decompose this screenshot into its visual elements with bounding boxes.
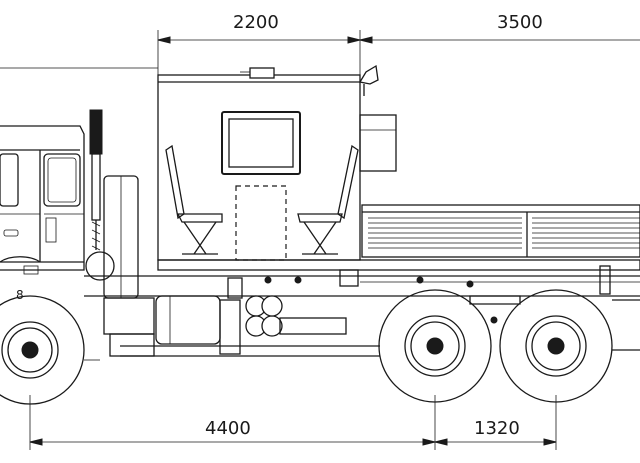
dimension-label-2200: 2200 [233, 12, 279, 33]
dimension-label-4400: 4400 [205, 418, 251, 439]
underbody-equipment [103, 277, 380, 357]
cargo-platform [361, 204, 640, 258]
seat-right [297, 144, 359, 255]
svg-text:8: 8 [16, 288, 24, 302]
dimension-label-1320: 1320 [474, 418, 520, 439]
bottom-dimension-lines [29, 395, 557, 450]
chassis-frame [84, 259, 640, 324]
truck-cab: 8 [0, 125, 85, 302]
body-box [157, 64, 397, 261]
rear-wheel-second [499, 289, 613, 403]
top-dimension-lines [0, 30, 640, 75]
seat-left [165, 144, 223, 255]
rear-wheel-first [378, 289, 492, 403]
exhaust-stack [85, 109, 139, 299]
bogie-spring [469, 295, 521, 305]
dimension-label-3500: 3500 [497, 12, 543, 33]
front-wheel [0, 295, 85, 405]
